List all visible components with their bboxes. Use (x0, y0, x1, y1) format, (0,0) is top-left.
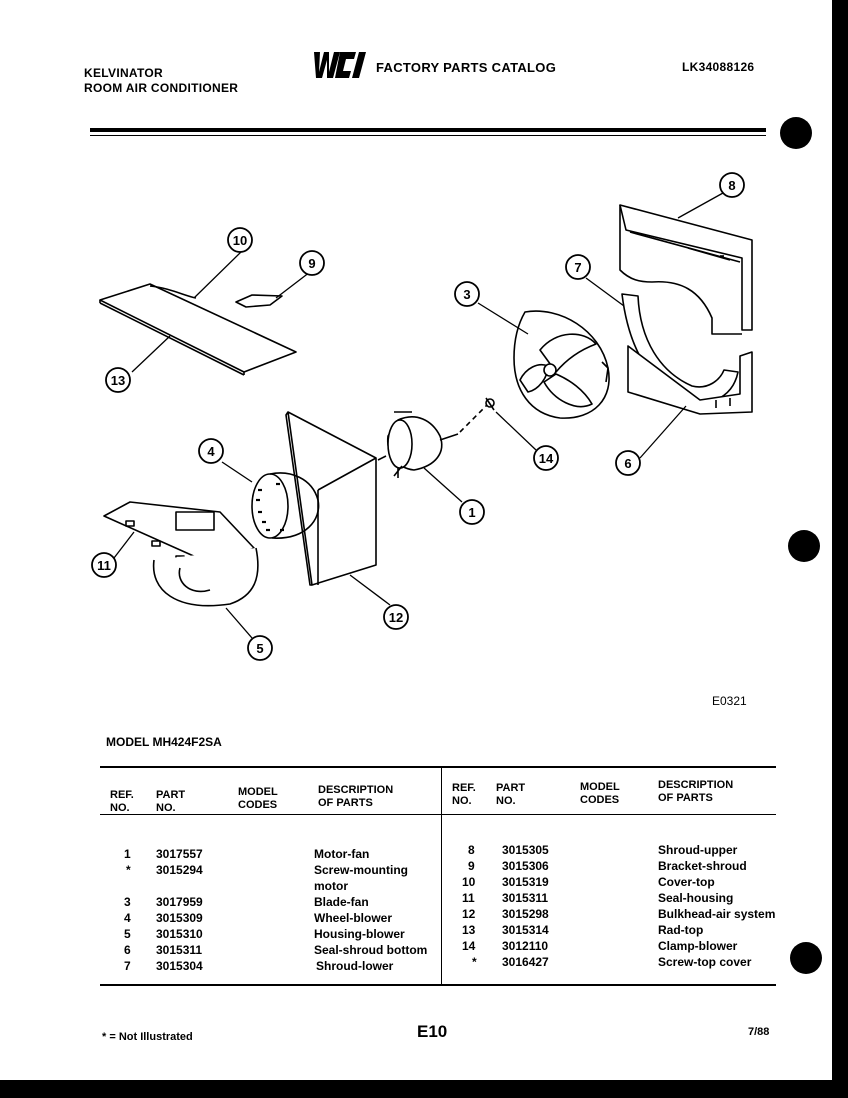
catalog-title: FACTORY PARTS CATALOG (376, 60, 557, 75)
catalog-number: LK34088126 (682, 60, 755, 74)
brand-name: KELVINATOR (84, 66, 164, 80)
header-ref-left: REF.NO. (110, 789, 134, 814)
callout-6: 6 (624, 456, 631, 471)
header-ref-right: REF.NO. (452, 782, 476, 807)
table-bottom-rule (100, 984, 776, 986)
callout-11: 11 (97, 558, 111, 573)
callout-4: 4 (207, 444, 215, 459)
binder-hole-bottom (790, 942, 822, 974)
exploded-parts-diagram: 10 9 13 3 7 8 4 11 5 12 1 14 6 (91, 172, 753, 661)
callout-8: 8 (728, 178, 735, 193)
product-name: ROOM AIR CONDITIONER (84, 81, 239, 95)
callout-14: 14 (539, 451, 554, 466)
table-header-rule (100, 814, 776, 815)
revision-date: 7/88 (748, 1026, 770, 1038)
callout-12: 12 (389, 610, 403, 625)
callout-13: 13 (111, 373, 125, 388)
diagram-code: E0321 (712, 694, 747, 708)
page-number: E10 (417, 1022, 448, 1041)
catalog-page: KELVINATOR ROOM AIR CONDITIONER FACTORY … (0, 0, 832, 1080)
table-center-divider (441, 767, 442, 985)
callout-3: 3 (463, 287, 470, 302)
callout-10: 10 (233, 233, 247, 248)
model-line: MODEL MH424F2SA (106, 735, 222, 749)
callout-7: 7 (574, 260, 581, 275)
callout-9: 9 (308, 256, 315, 271)
table-top-rule (100, 766, 776, 768)
binder-hole-middle (788, 530, 820, 562)
binder-hole-top (780, 117, 812, 149)
callout-1: 1 (468, 505, 475, 520)
header-rule-thin (90, 135, 766, 136)
header-rule (90, 128, 766, 132)
callout-5: 5 (256, 641, 263, 656)
wci-logo-icon (314, 52, 366, 78)
not-illustrated-note: * = Not Illustrated (102, 1031, 193, 1043)
